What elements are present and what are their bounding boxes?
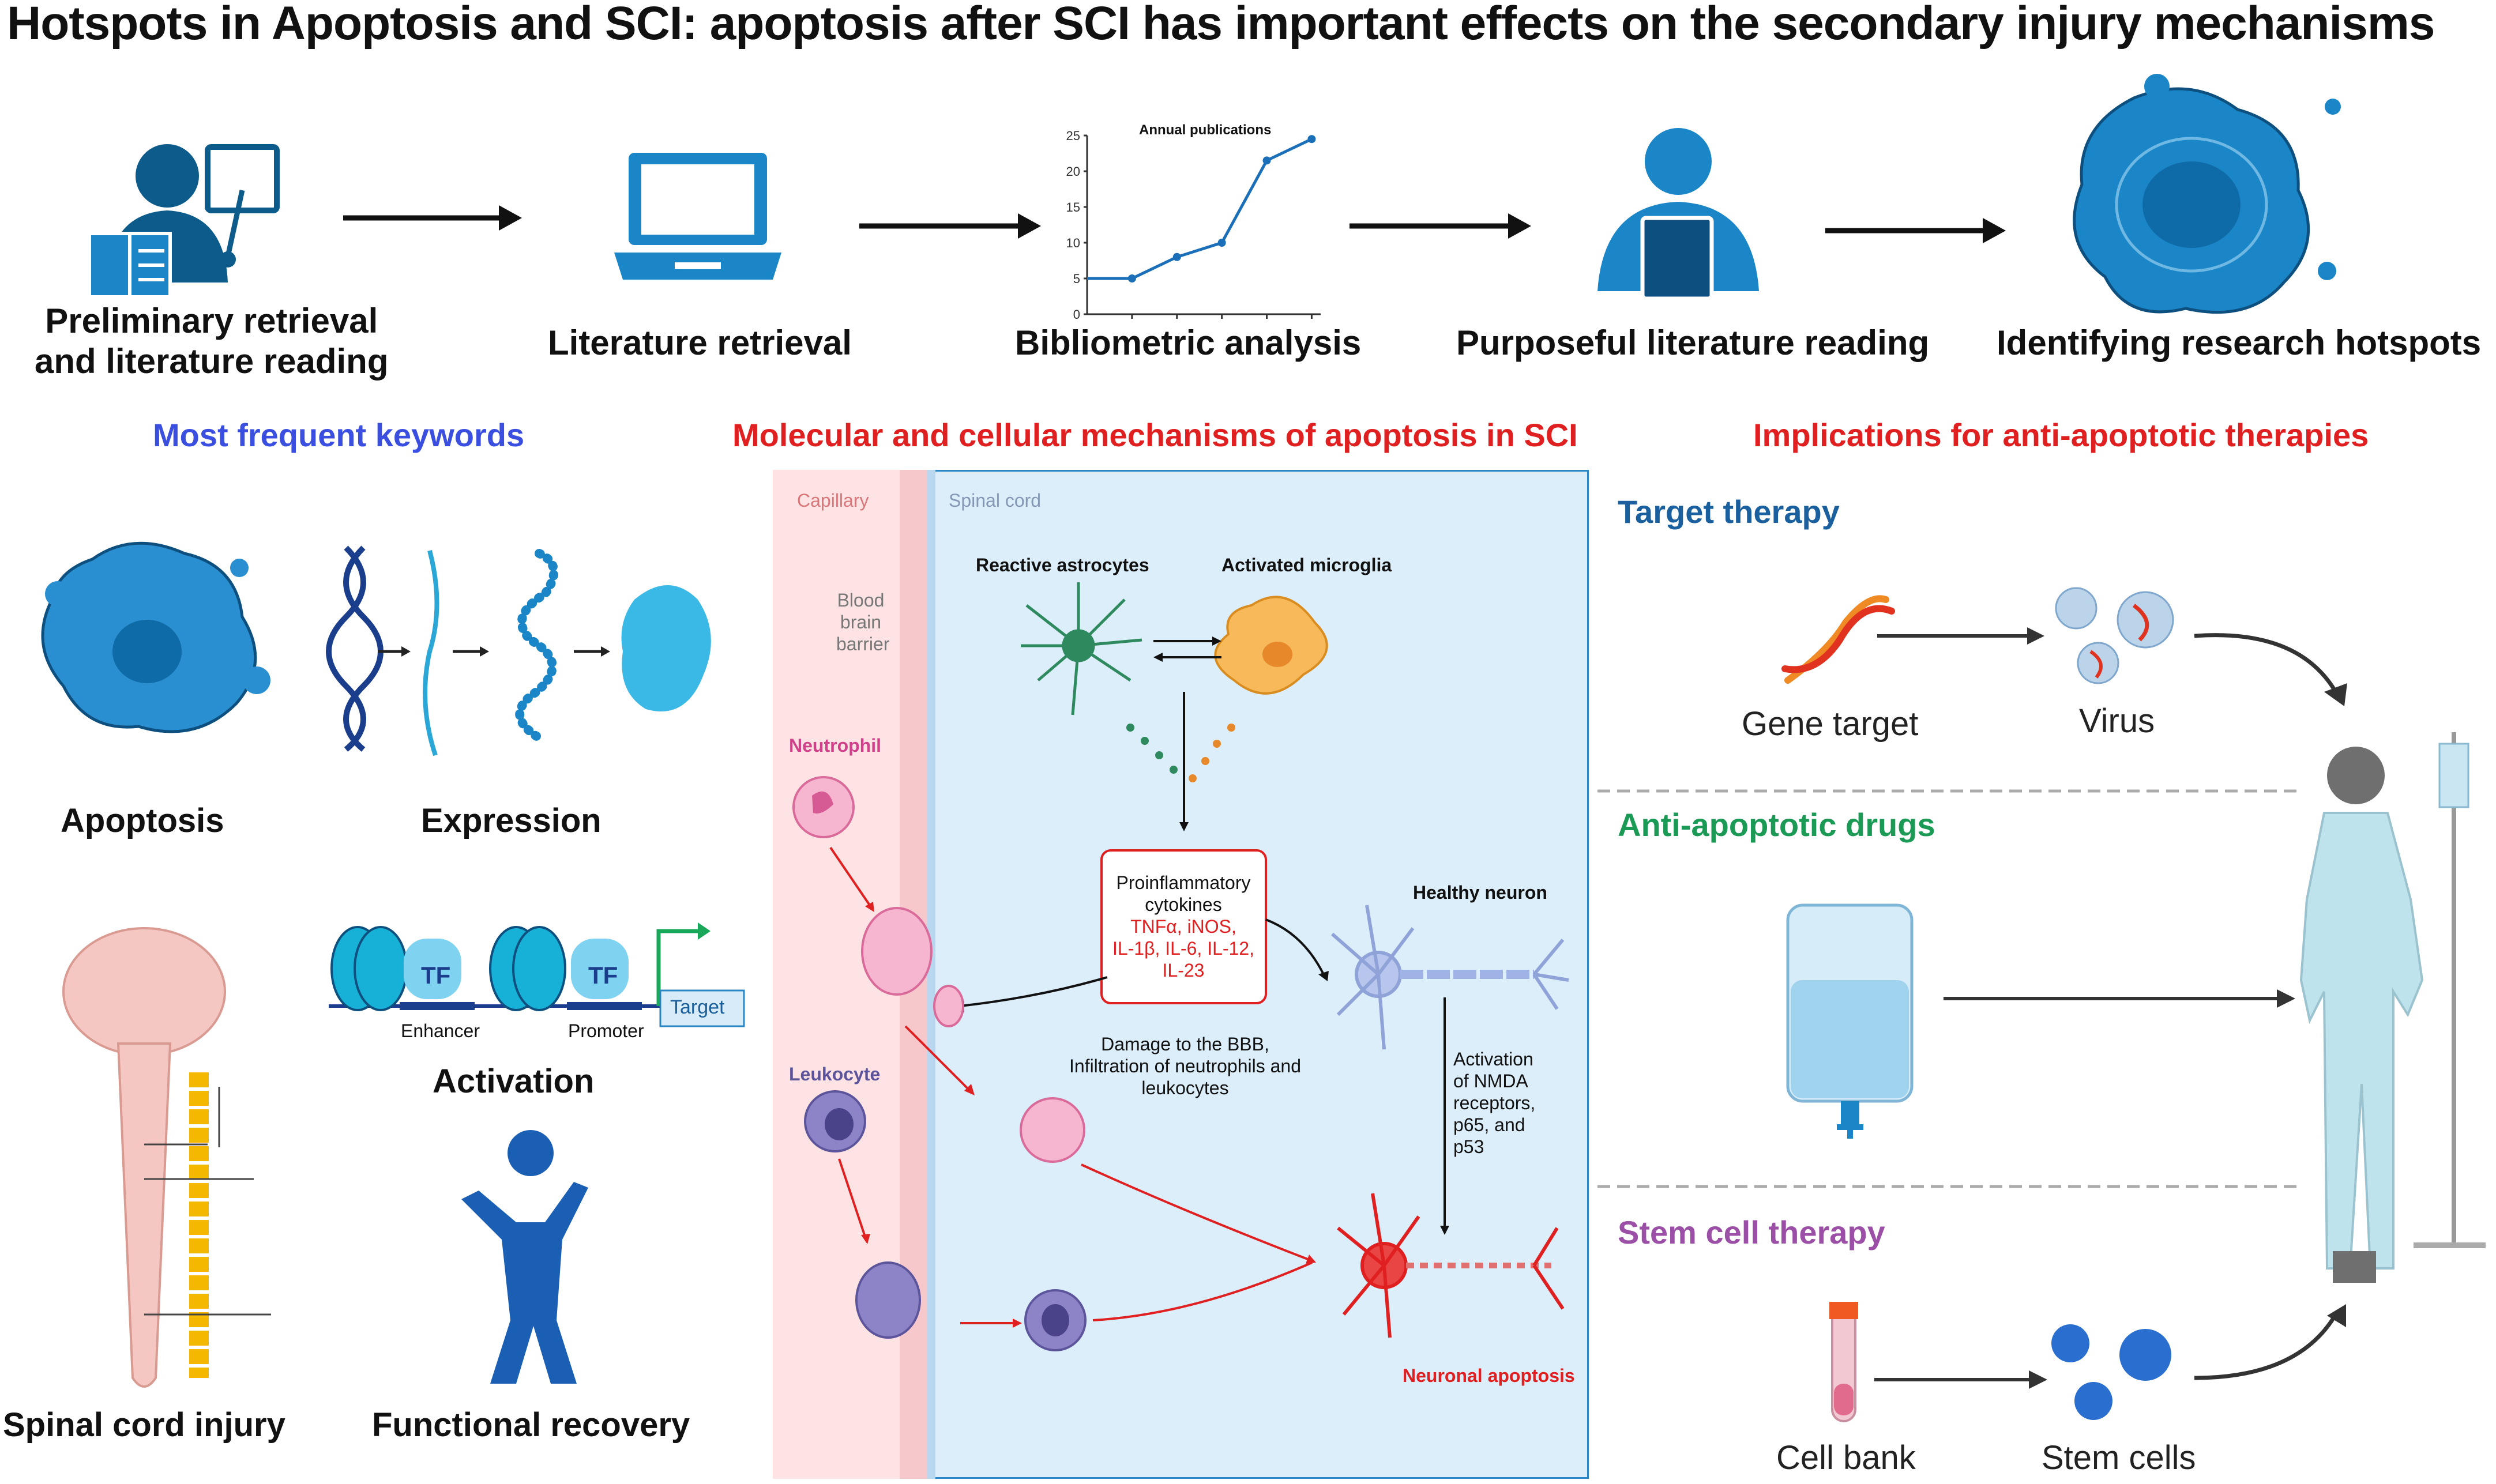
activation-line: of NMDA bbox=[1453, 1071, 1528, 1091]
mini-chart-y-tick: 0 bbox=[1073, 307, 1080, 322]
activation-line: p53 bbox=[1453, 1136, 1484, 1157]
step-literature-retrieval: Literature retrieval bbox=[548, 323, 852, 362]
healthy-neuron-label: Healthy neuron bbox=[1413, 882, 1547, 903]
activated-microglia-label: Activated microglia bbox=[1221, 555, 1392, 575]
leukocyte-cell-icon bbox=[804, 1090, 866, 1152]
activation-line: Activation bbox=[1453, 1049, 1533, 1069]
spinal-cord-icon bbox=[62, 927, 271, 1388]
mini-chart-point bbox=[1127, 274, 1136, 283]
virus-icon bbox=[2055, 587, 2174, 684]
damage-line: Infiltration of neutrophils and bbox=[1069, 1056, 1302, 1076]
activation-line: receptors, bbox=[1453, 1093, 1536, 1113]
gene-target-icon bbox=[1781, 595, 1895, 684]
patient-icon bbox=[2299, 732, 2486, 1283]
tf-label: TF bbox=[588, 962, 618, 989]
target-therapy-title: Target therapy bbox=[1618, 494, 1840, 530]
stem-cell-therapy-title: Stem cell therapy bbox=[1618, 1214, 1885, 1251]
activated-microglia-icon bbox=[1214, 596, 1328, 695]
cytokine-particles bbox=[1126, 724, 1235, 782]
bbb-label: Blood brain barrier bbox=[836, 589, 890, 655]
capillary-label: Capillary bbox=[797, 490, 869, 511]
leukocyte-label: Leukocyte bbox=[789, 1064, 881, 1084]
mini-chart-series-line bbox=[1087, 137, 1313, 280]
mini-chart-y-tick: 25 bbox=[1066, 129, 1080, 143]
neutrophil-label: Neutrophil bbox=[789, 735, 881, 756]
therapies-section-title: Implications for anti-apoptotic therapie… bbox=[1753, 417, 2369, 453]
keyword-spinal-cord-injury: Spinal cord injury bbox=[3, 1406, 285, 1444]
target-label: Target bbox=[670, 996, 725, 1018]
apoptotic-neuron-icon bbox=[1337, 1193, 1565, 1338]
mini-chart-y-tick: 15 bbox=[1066, 200, 1080, 214]
step-label-line: and literature reading bbox=[35, 342, 389, 381]
teacher-reading-icon bbox=[88, 144, 280, 299]
laptop-icon bbox=[614, 153, 781, 280]
mini-chart-point bbox=[1172, 253, 1181, 261]
stem-cells-label: Stem cells bbox=[2042, 1439, 2196, 1477]
anti-apoptotic-drugs-title: Anti-apoptotic drugs bbox=[1618, 807, 1935, 843]
page-title: Hotspots in Apoptosis and SCI: apoptosis… bbox=[7, 0, 2435, 50]
reactive-astrocytes-label: Reactive astrocytes bbox=[976, 555, 1149, 575]
cytokines-list: IL-23 bbox=[1162, 960, 1205, 981]
step-identifying-hotspots: Identifying research hotspots bbox=[1997, 323, 2482, 362]
enhancer-label: Enhancer bbox=[401, 1020, 480, 1041]
bbb-label-line: brain bbox=[840, 612, 882, 632]
cell-icon bbox=[2073, 74, 2341, 314]
cell-bank-tube-icon bbox=[1829, 1302, 1858, 1422]
cell-bank-label: Cell bank bbox=[1776, 1439, 1916, 1477]
activation-line: p65, and bbox=[1453, 1114, 1525, 1135]
apoptosis-cell-icon bbox=[41, 541, 270, 733]
neuronal-apoptosis-label: Neuronal apoptosis bbox=[1403, 1365, 1575, 1386]
step-purposeful-reading: Purposeful literature reading bbox=[1456, 323, 1930, 362]
transcription-activation-icon bbox=[329, 922, 745, 1027]
damage-text: Damage to the BBB, Infiltration of neutr… bbox=[1055, 1033, 1315, 1099]
activation-text: Activation of NMDA receptors, p65, and p… bbox=[1453, 1048, 1535, 1158]
mini-chart-y-tick: 10 bbox=[1066, 236, 1080, 250]
reactive-astrocyte-icon bbox=[1021, 582, 1142, 715]
mini-chart-point bbox=[1217, 239, 1226, 247]
line-chart-icon bbox=[1086, 135, 1321, 315]
keyword-activation: Activation bbox=[433, 1063, 595, 1100]
gene-expression-icon bbox=[326, 545, 711, 756]
step-bibliometric-analysis: Bibliometric analysis bbox=[1015, 323, 1362, 362]
bbb-label-line: barrier bbox=[836, 634, 890, 654]
cytokines-list: IL-1β, IL-6, IL-12, bbox=[1112, 938, 1255, 959]
cytokines-title: cytokines bbox=[1145, 894, 1222, 915]
stem-cells-icon bbox=[2051, 1324, 2171, 1420]
mini-chart-title: Annual publications bbox=[1139, 122, 1272, 138]
keywords-section-title: Most frequent keywords bbox=[153, 417, 525, 453]
functional-recovery-icon bbox=[461, 1130, 588, 1384]
neutrophil-cell-icon bbox=[792, 776, 855, 838]
keyword-functional-recovery: Functional recovery bbox=[372, 1406, 690, 1444]
damage-line: leukocytes bbox=[1141, 1078, 1229, 1098]
person-reading-icon bbox=[1597, 128, 1759, 301]
keyword-expression: Expression bbox=[421, 802, 602, 839]
tf-label: TF bbox=[421, 962, 451, 989]
mechanisms-section-title: Molecular and cellular mechanisms of apo… bbox=[732, 417, 1578, 453]
gene-target-label: Gene target bbox=[1742, 705, 1919, 743]
cytokines-text: Proinflammatory cytokines TNFα, iNOS, IL… bbox=[1103, 872, 1264, 981]
mini-chart-point bbox=[1262, 156, 1271, 165]
spinal-cord-label: Spinal cord bbox=[949, 490, 1042, 511]
bbb-label-line: Blood bbox=[837, 590, 885, 611]
healthy-neuron-icon bbox=[1331, 905, 1569, 1050]
cytokines-box bbox=[1100, 849, 1267, 1004]
promoter-label: Promoter bbox=[568, 1020, 644, 1041]
damage-line: Damage to the BBB, bbox=[1101, 1034, 1269, 1054]
cytokines-list: TNFα, iNOS, bbox=[1130, 916, 1236, 937]
step-label-line: Preliminary retrieval bbox=[45, 302, 378, 340]
mini-chart-y-tick: 20 bbox=[1066, 164, 1080, 179]
mini-chart-y-tick: 5 bbox=[1073, 272, 1080, 286]
cytokines-title: Proinflammatory bbox=[1116, 872, 1251, 893]
keyword-apoptosis: Apoptosis bbox=[61, 802, 224, 839]
mini-chart-point bbox=[1307, 135, 1316, 144]
virus-label: Virus bbox=[2079, 702, 2155, 740]
step-preliminary-retrieval: Preliminary retrieval and literature rea… bbox=[35, 301, 388, 382]
iv-bag-icon bbox=[1786, 903, 1914, 1139]
